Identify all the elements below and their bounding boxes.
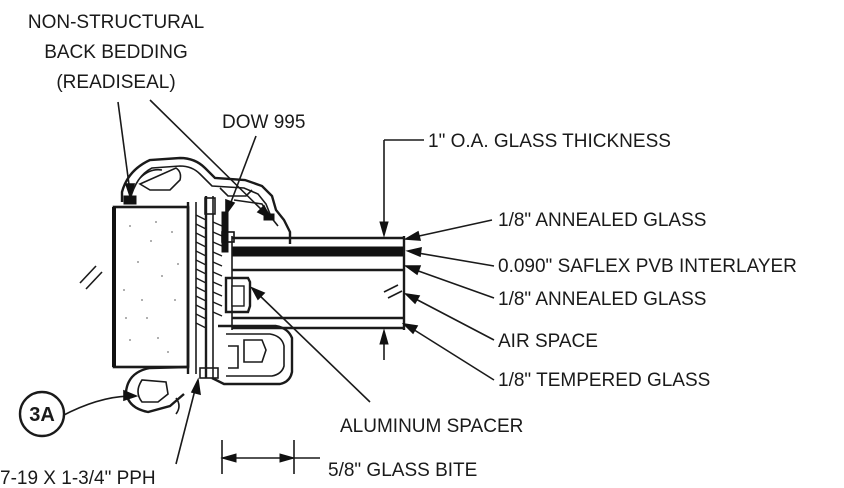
back-bedding-label-2: BACK BEDDING	[44, 42, 188, 63]
aluminum-spacer	[224, 276, 252, 314]
annealed-glass-bottom-label: 1/8" ANNEALED GLASS	[498, 289, 706, 310]
detail-tag	[18, 390, 66, 438]
back-bedding-label-3: (READISEAL)	[56, 72, 175, 93]
glass-thickness-dimension	[379, 139, 424, 360]
glass-bite-dimension	[220, 440, 320, 474]
glass-bite-label: 5/8" GLASS BITE	[328, 460, 477, 481]
air-space-label: AIR SPACE	[498, 331, 598, 352]
wall-substrate	[112, 205, 190, 369]
back-bedding-label-1: NON-STRUCTURAL	[28, 12, 204, 33]
aluminum-spacer-label: ALUMINUM SPACER	[340, 416, 523, 437]
wall-break-mark	[79, 265, 103, 290]
glass-unit	[231, 236, 406, 330]
mullion-web	[186, 196, 223, 379]
sealant-label: DOW 995	[222, 112, 305, 133]
tempered-glass-label: 1/8" TEMPERED GLASS	[498, 370, 710, 391]
detail-tag-label: 3A	[29, 404, 55, 426]
interlayer-label: 0.090" SAFLEX PVB INTERLAYER	[498, 256, 797, 277]
glass-thickness-label: 1" O.A. GLASS THICKNESS	[428, 131, 671, 152]
annealed-glass-top-label: 1/8" ANNEALED GLASS	[498, 210, 706, 231]
fastener-label: 7-19 X 1-3/4" PPH	[0, 468, 156, 488]
leader-lines	[61, 99, 495, 465]
